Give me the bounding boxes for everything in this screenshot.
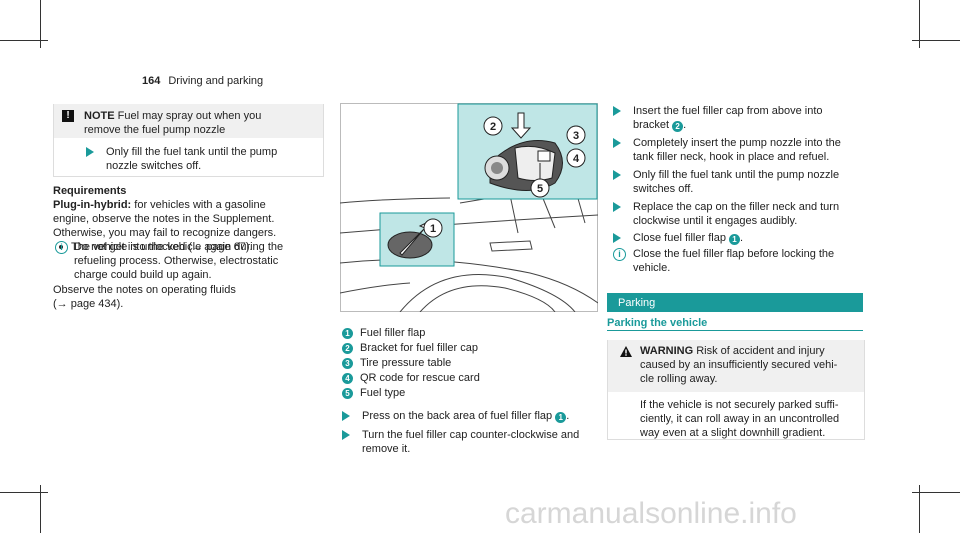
info-text: Do not get into the vehicle again during… [74,240,324,282]
callout-label: 3 [573,130,579,142]
note-text: Fuel may spray out when you [117,110,262,122]
step-arrow-icon [342,411,350,421]
page-number: 164 [142,75,161,87]
legend-text: Bracket for fuel filler cap [360,342,478,354]
callout-1 [423,218,443,238]
info-icon: i [55,241,68,254]
callout-label: 5 [537,183,543,195]
requirements-title: Requirements [53,185,127,197]
crop-mark [0,492,48,493]
body-text: charge could build up again. [74,269,212,281]
step-text: Close fuel filler flap [633,232,726,244]
ref-number: 1 [729,234,740,245]
step-arrow-icon [613,138,621,148]
step-text: Only fill the fuel tank until the pump n… [633,169,840,181]
step-arrow-icon [613,202,621,212]
step-text: . [740,232,744,244]
step-arrow-icon [613,170,621,180]
step-text: clockwise until it engages audibly. [633,215,798,227]
step-text: Completely insert the pump nozzle into t… [633,137,841,149]
callout-4 [566,148,586,168]
page-link[interactable]: (→ page 434). [53,298,124,310]
legend-number: 2 [342,343,353,354]
warning-body: ciently, it can roll away in an uncontro… [640,413,840,425]
body-text: Close the fuel filler flap before lockin… [633,248,835,260]
crop-mark [919,485,920,533]
warning-text: cle rolling away. [640,373,718,385]
body-text: refueling process. Otherwise, electrosta… [74,255,279,267]
page-link[interactable]: The vehicle is unlocked (→ page 67). [71,241,253,253]
info-text: Close the fuel filler flap before lockin… [633,247,863,275]
legend-text: Fuel type [360,387,406,399]
step-arrow-icon [613,233,621,243]
step-arrow-icon [342,430,350,440]
crop-mark [912,40,960,41]
step-text: . [683,119,687,131]
info-icon: i [613,248,626,261]
legend-number: 3 [342,358,353,369]
subsection-title: Parking the vehicle [607,316,863,331]
step-text: Only fill the fuel tank until the pump [106,146,278,158]
fuel-filler-figure: 2 3 4 5 1 [340,103,598,312]
step-text: . [566,410,570,422]
crop-mark [40,0,41,48]
legend-text: Fuel filler flap [360,327,426,339]
crop-mark [919,0,920,48]
step-text: Press on the back area of fuel filler fl… [362,410,553,422]
note-label: NOTE [84,110,115,122]
crop-mark [912,492,960,493]
body-text: vehicle. [633,262,671,274]
legend-number: 5 [342,388,353,399]
callout-label: 2 [490,121,496,133]
warning-body: If the vehicle is not securely parked su… [640,399,839,411]
section-bar: Parking [607,293,863,312]
warning-text: caused by an insufficiently secured vehi… [640,359,838,371]
step-text: Replace the cap on the filler neck and t… [633,201,840,213]
step-arrow-icon [86,147,94,157]
legend-text: QR code for rescue card [360,372,480,384]
callout-2 [483,116,503,136]
step-text: switches off. [633,183,694,195]
section-title: Driving and parking [168,75,264,87]
ref-number: 2 [672,121,684,132]
body-text: Otherwise, you may fail to recognize dan… [53,227,277,239]
watermark: carmanualsonline.info [505,497,797,530]
step-text: nozzle switches off. [106,160,202,172]
plugin-label: Plug-in-hybrid: [53,199,132,211]
callout-label: 1 [430,223,436,235]
step-text: bracket [633,119,670,131]
warning-box: WARNING Risk of accident and injury caus… [607,340,865,440]
section-title: Parking [618,297,656,309]
callout-label: 4 [573,153,580,165]
warning-body: way even at a slight downhill gradient. [640,427,826,439]
requirements-section: Requirements Plug-in-hybrid: for vehicle… [53,184,323,254]
step-text: Turn the fuel filler cap counter-clockwi… [362,429,580,441]
warning-icon [620,346,632,357]
observe-text: Observe the notes on operating fluids (→… [53,283,323,311]
page-header: 164 Driving and parking [142,74,263,88]
crop-mark [0,40,48,41]
legend-text: Tire pressure table [360,357,452,369]
step-text: remove it. [362,443,411,455]
crop-mark [40,485,41,533]
callout-3 [566,125,586,145]
step-text: tank filler neck, hook in place and refu… [633,151,830,163]
legend-number: 4 [342,373,353,384]
body-text: for vehicles with a gasoline [131,199,266,211]
ref-number: 1 [555,412,567,423]
legend-number: 1 [342,328,353,339]
body-text: Do not get into the vehicle again during… [74,241,284,253]
body-text: engine, observe the notes in the Supplem… [53,213,275,225]
body-text: Observe the notes on operating fluids [53,284,236,296]
step-text: Insert the fuel filler cap from above in… [633,105,823,117]
step-arrow-icon [613,106,621,116]
note-box: ! NOTE Fuel may spray out when you remov… [53,104,324,177]
exclamation-icon: ! [62,110,74,122]
warning-text: Risk of accident and injury [693,345,825,357]
warning-label: WARNING [640,345,694,357]
note-text: remove the fuel pump nozzle [84,124,226,136]
